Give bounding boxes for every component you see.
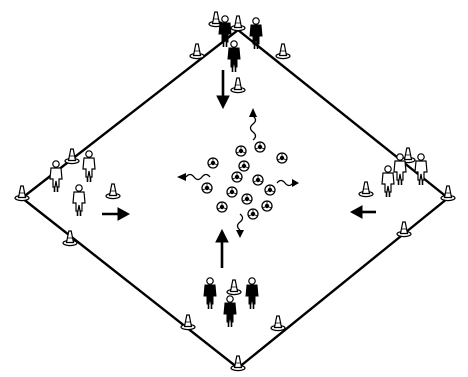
cone-icon [227, 280, 241, 295]
player-dark-icon [246, 278, 258, 309]
soccer-ball-icon [202, 183, 212, 193]
cone-icon [231, 78, 245, 93]
player-light-icon [50, 161, 62, 192]
arrow-icon [351, 206, 376, 218]
soccer-ball-icon [236, 146, 246, 156]
player-dark-icon [228, 41, 240, 72]
dribble-path-icon [236, 214, 244, 238]
cone-icon [359, 182, 373, 197]
soccer-ball-icon [208, 158, 218, 168]
soccer-ball-icon [262, 201, 272, 211]
arrow-icon [216, 230, 228, 268]
cone-icon [271, 316, 285, 331]
balls-cluster [202, 142, 287, 219]
player-light-icon [73, 185, 85, 216]
soccer-ball-icon [277, 153, 287, 163]
soccer-ball-icon [265, 185, 275, 195]
soccer-ball-icon [253, 175, 263, 185]
arrow-icon [217, 70, 229, 108]
movement-arrows [102, 70, 376, 268]
dribble-path-icon [177, 173, 210, 181]
player-dark-icon [204, 278, 216, 309]
soccer-ball-icon [217, 202, 227, 212]
cone-icon [181, 315, 195, 330]
bottom-group [204, 278, 258, 327]
dribble-path-icon [249, 108, 257, 140]
field-boundary [22, 30, 448, 368]
cone-icon [190, 44, 204, 59]
soccer-ball-icon [227, 187, 237, 197]
player-light-icon [382, 166, 394, 197]
cone-icon [231, 16, 245, 31]
soccer-ball-icon [248, 209, 258, 219]
soccer-ball-icon [232, 172, 242, 182]
soccer-ball-icon [255, 142, 265, 152]
arrow-icon [102, 208, 129, 220]
soccer-ball-icon [239, 161, 249, 171]
dribble-path-icon [277, 179, 299, 187]
player-dark-icon [224, 296, 236, 327]
cone-icon [106, 184, 120, 199]
player-light-icon [83, 151, 95, 182]
cone-icon [276, 44, 290, 59]
soccer-ball-icon [242, 194, 252, 204]
